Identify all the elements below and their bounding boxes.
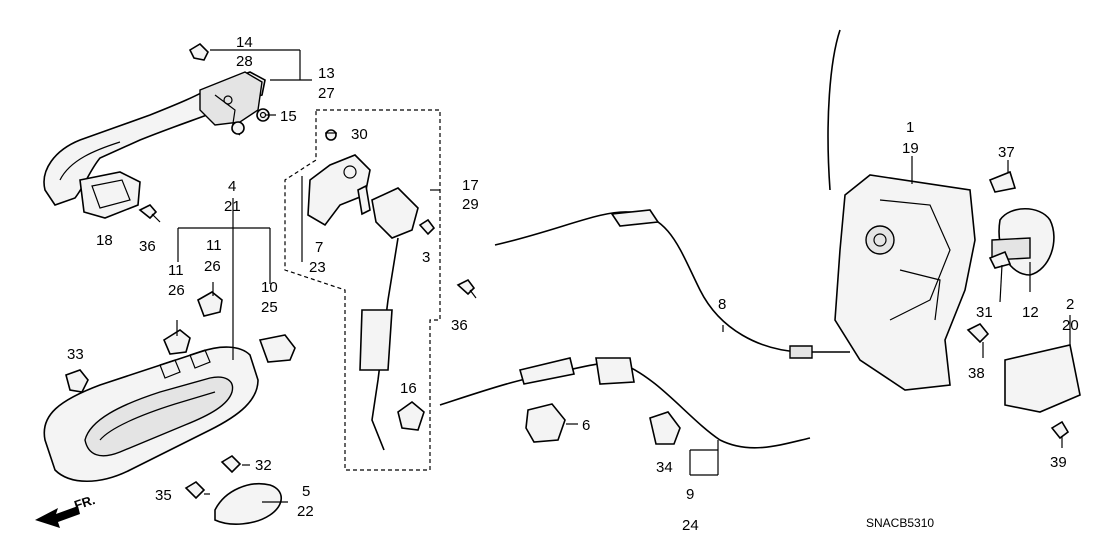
screw-36-left — [138, 204, 161, 223]
callout-9: 9 — [686, 486, 694, 503]
front-direction-arrow: FR. — [35, 492, 97, 528]
callout-2: 2 — [1066, 296, 1074, 313]
callout-23: 23 — [309, 259, 326, 276]
callout-36-mid: 36 — [451, 317, 468, 334]
callout-8: 8 — [718, 296, 726, 313]
handle-clip — [188, 42, 209, 61]
callout-30: 30 — [351, 126, 368, 143]
cylinder-group-outline — [284, 109, 441, 471]
front-arrow-label: FR. — [72, 492, 97, 513]
callout-34: 34 — [656, 459, 673, 476]
bolt-30 — [325, 129, 337, 141]
callout-26a: 26 — [168, 282, 185, 299]
screw-38 — [966, 322, 990, 344]
callout-21: 21 — [224, 198, 241, 215]
callout-22: 22 — [297, 503, 314, 520]
callout-labels: 1 19 2 20 4 21 5 22 6 7 23 8 9 24 10 25 … — [67, 34, 1079, 534]
screw-35 — [184, 480, 206, 500]
lock-rod — [359, 237, 399, 451]
diagram-code: SNACB5310 — [866, 516, 934, 530]
callout-38: 38 — [968, 365, 985, 382]
callout-3: 3 — [422, 249, 430, 266]
callout-13: 13 — [318, 65, 335, 82]
callout-28: 28 — [236, 53, 253, 70]
screw-36-mid — [456, 278, 477, 299]
callout-12: 12 — [1022, 304, 1039, 321]
screw-32 — [220, 454, 242, 474]
callout-15: 15 — [280, 108, 297, 125]
callout-32: 32 — [255, 457, 272, 474]
clip-11-upper — [197, 291, 223, 317]
callout-26b: 26 — [204, 258, 221, 275]
callout-39: 39 — [1050, 454, 1067, 471]
callout-11b: 11 — [206, 237, 222, 254]
callout-29: 29 — [462, 196, 479, 213]
cable-9 — [439, 357, 811, 449]
callout-10: 10 — [261, 279, 278, 296]
screw-37 — [988, 170, 1017, 193]
callout-14: 14 — [236, 34, 253, 51]
key-cylinder — [357, 184, 419, 239]
callout-16: 16 — [400, 380, 417, 397]
callout-20: 20 — [1062, 317, 1079, 334]
screw-39 — [1050, 420, 1070, 440]
callout-6: 6 — [582, 417, 590, 434]
clip-34 — [649, 411, 681, 445]
leader-lines — [176, 49, 1071, 503]
callout-36-left: 36 — [139, 238, 156, 255]
outer-door-handle — [43, 71, 266, 206]
bolt-3 — [418, 218, 436, 236]
callout-5: 5 — [302, 483, 310, 500]
callout-33: 33 — [67, 346, 84, 363]
callout-35: 35 — [155, 487, 172, 504]
cable-8 — [494, 209, 850, 359]
callout-31: 31 — [976, 304, 993, 321]
callout-7: 7 — [315, 239, 323, 256]
callout-11a: 11 — [168, 262, 184, 279]
callout-24: 24 — [682, 517, 699, 534]
clip-33 — [65, 369, 89, 393]
callout-25: 25 — [261, 299, 278, 316]
handle-base-gasket — [79, 171, 141, 219]
clip-10 — [258, 334, 296, 363]
callout-4: 4 — [228, 178, 236, 195]
callout-37: 37 — [998, 144, 1015, 161]
callout-27: 27 — [318, 85, 335, 102]
inside-door-handle — [43, 346, 259, 483]
door-lock-actuator — [827, 29, 976, 391]
callout-18: 18 — [96, 232, 113, 249]
inner-handle-cover — [214, 483, 283, 525]
callout-1: 1 — [906, 119, 914, 136]
clip-6 — [525, 403, 566, 443]
clip-16 — [397, 400, 425, 431]
screw-31 — [988, 250, 1012, 269]
callout-17: 17 — [462, 177, 479, 194]
lock-protector — [1004, 344, 1081, 413]
callout-19: 19 — [902, 140, 919, 157]
